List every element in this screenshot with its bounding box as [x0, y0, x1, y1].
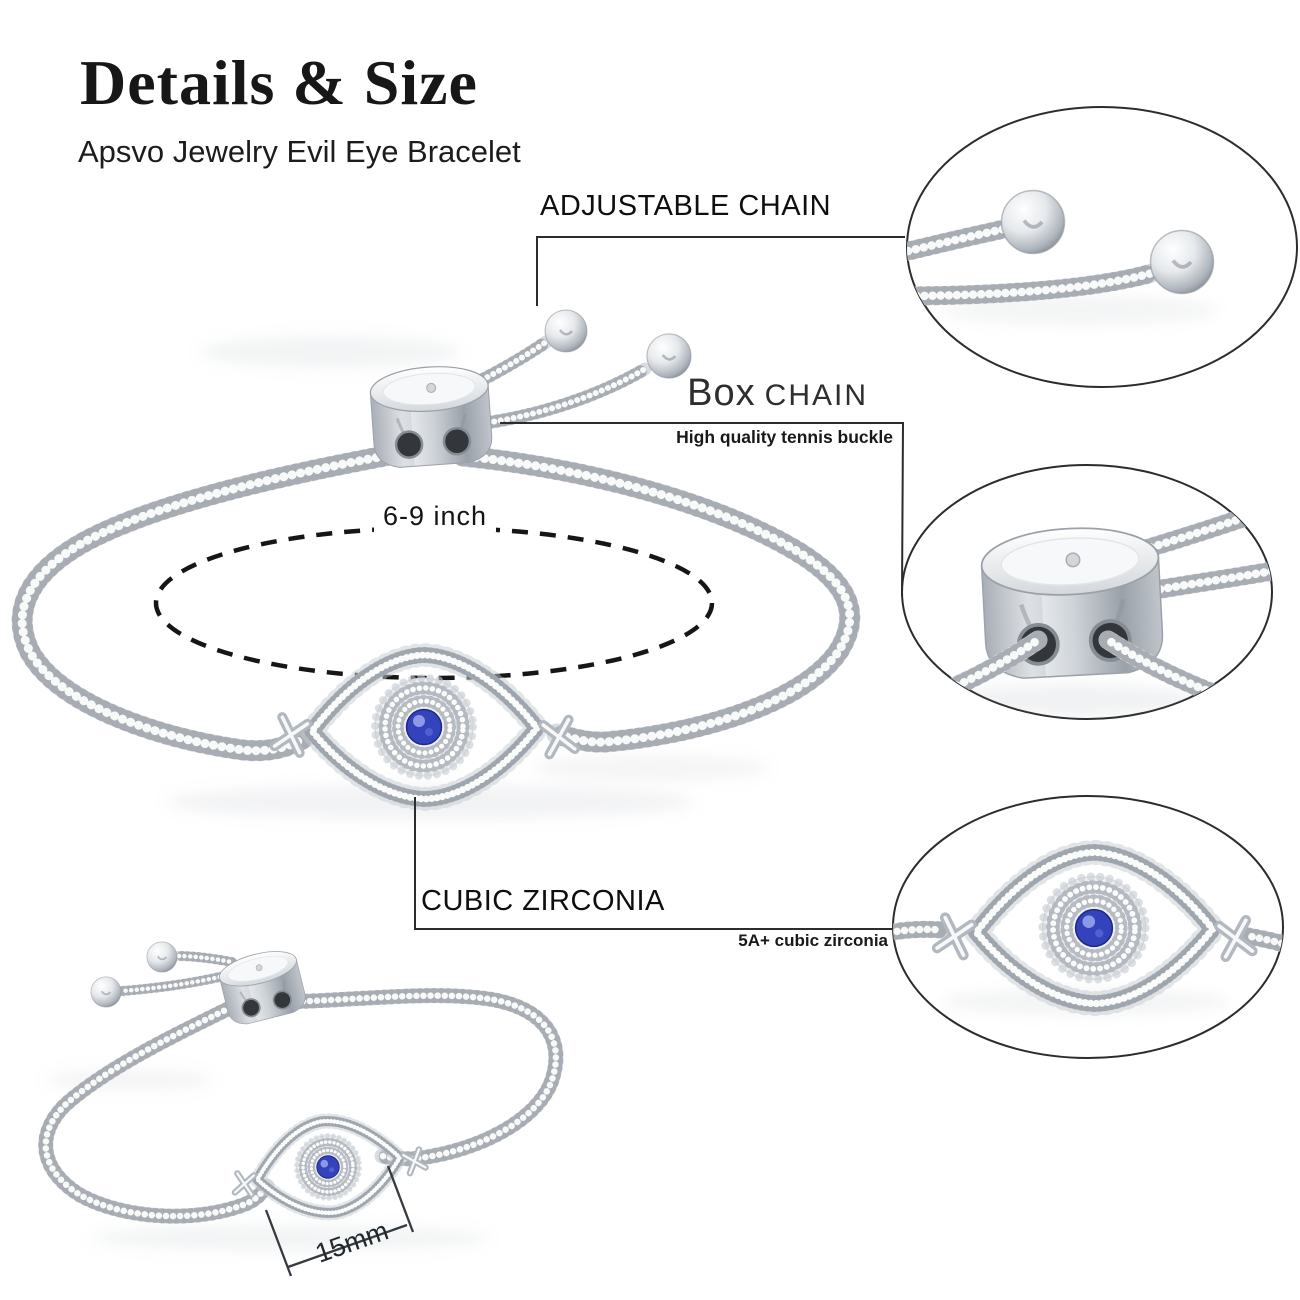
callout-cubic-zirconia-label: CUBIC ZIRCONIA — [421, 885, 665, 917]
inset-cubic-zirconia-charm — [893, 852, 1283, 1015]
main-bracelet-illustration — [11, 308, 861, 799]
callout-cubic-zirconia-note: 5A+ cubic zirconia — [738, 931, 888, 950]
box-chain-word-secondary: CHAIN — [764, 379, 868, 412]
callout-adjustable-chain-label: ADJUSTABLE CHAIN — [540, 190, 832, 222]
slider-buckle — [367, 361, 495, 471]
measurement-bracket — [264, 1165, 415, 1277]
bottom-evil-eye-charm — [227, 1108, 430, 1226]
adjustable-chain-callout-line — [536, 236, 905, 306]
bracelet-chain-loop — [11, 441, 861, 762]
bottom-adjustable-chain-tails — [89, 940, 237, 1009]
adjustable-range-label: 6-9 inch — [374, 501, 497, 532]
product-subtitle: Apsvo Jewelry Evil Eye Bracelet — [78, 134, 521, 169]
callout-lines — [414, 236, 905, 930]
bottom-bracelet-illustration — [38, 940, 564, 1226]
box-chain-callout-line — [500, 422, 905, 597]
bottom-chain-loop — [38, 988, 564, 1224]
box-chain-word-primary: Box — [687, 372, 756, 414]
callout-box-chain-note: High quality tennis buckle — [676, 427, 893, 447]
evil-eye-charm — [275, 655, 575, 799]
page-title: Details & Size — [80, 47, 478, 118]
inset-adjustable-chain — [907, 188, 1220, 325]
cubic-zirconia-callout-line — [414, 797, 892, 930]
